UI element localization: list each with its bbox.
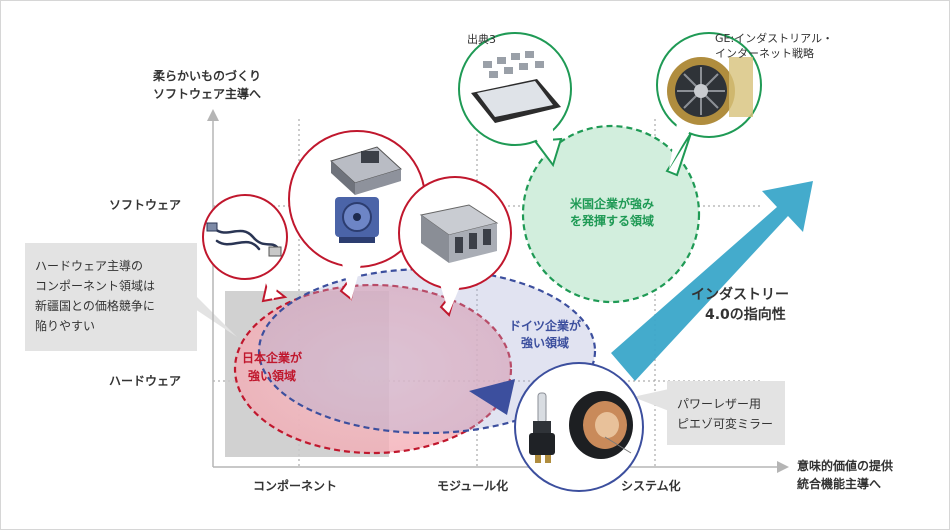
module-unit-icon [419, 204, 499, 263]
japan-region-ellipse [233, 283, 513, 455]
x-axis-title-line1: 意味的価値の提供 [797, 459, 894, 473]
usa-region-label-line1: 米国企業が強み [569, 197, 654, 211]
ge-caption-line2: インターネット戦略 [715, 47, 814, 60]
ge-caption-line1: GE:インダストリアル・ [715, 32, 834, 45]
lamp-icon [529, 392, 555, 463]
piezo-mirror-icon [569, 391, 633, 459]
y-level-software: ソフトウェア [109, 198, 182, 212]
japan-region-label-line1: 日本企業が [241, 351, 302, 365]
hardware-note-line3: 新疆国との価格競争に [35, 299, 155, 313]
module-product-bubble [398, 176, 512, 317]
usa-region-circle [521, 124, 701, 304]
laser-note-box: パワーレザー用 ピエゾ可変ミラー [667, 381, 785, 445]
motor-product-bubble [288, 130, 426, 301]
x-axis-title-line2: 統合機能主導へ [797, 477, 882, 491]
x-level-module: モジュール化 [437, 479, 509, 493]
y-level-hardware: ハードウェア [109, 374, 182, 388]
japan-region-label-line2: 強い領域 [247, 369, 296, 383]
laser-note-line1: パワーレザー用 [677, 397, 762, 411]
germany-region-label-line1: ドイツ企業が [508, 319, 581, 333]
x-level-component: コンポーネント [253, 479, 338, 493]
laser-note-pointer [633, 389, 669, 411]
cable-product-bubble [202, 194, 288, 303]
cable-icon [206, 222, 282, 257]
jet-engine-icon [667, 57, 753, 125]
industry-40-arrow [611, 181, 813, 381]
axes [207, 109, 789, 473]
hardware-note-line2: コンポーネント領域は [35, 279, 156, 293]
laser-optics-bubble [469, 362, 644, 492]
y-axis-title-line2: ソフトウェア主導へ [153, 87, 262, 101]
y-axis-title-line1: 柔らかいものづくり [153, 69, 262, 83]
germany-region-label-line2: 強い領域 [520, 336, 569, 350]
x-level-system: システム化 [621, 479, 681, 493]
laser-note-line2: ピエゾ可変ミラー [677, 417, 774, 431]
smartphone-bubble [458, 32, 572, 168]
hardware-note-line4: 陥りやすい [35, 319, 96, 333]
industry-40-label-line2: 4.0の指向性 [705, 307, 786, 323]
hardware-note-line1: ハードウェア主導の [35, 259, 144, 273]
hardware-note-box: ハードウェア主導の コンポーネント領域は 新疆国との価格競争に 陥りやすい [25, 243, 197, 351]
jet-engine-bubble [656, 32, 762, 177]
smartphone-icon [471, 51, 561, 123]
linear-stage-icon [330, 146, 402, 195]
gear-reducer-icon [335, 197, 379, 243]
source3-caption: 出典3 [467, 33, 496, 46]
industry-40-label-line1: インダストリー [691, 287, 789, 303]
usa-region-label-line2: を発揮する領域 [569, 214, 654, 228]
